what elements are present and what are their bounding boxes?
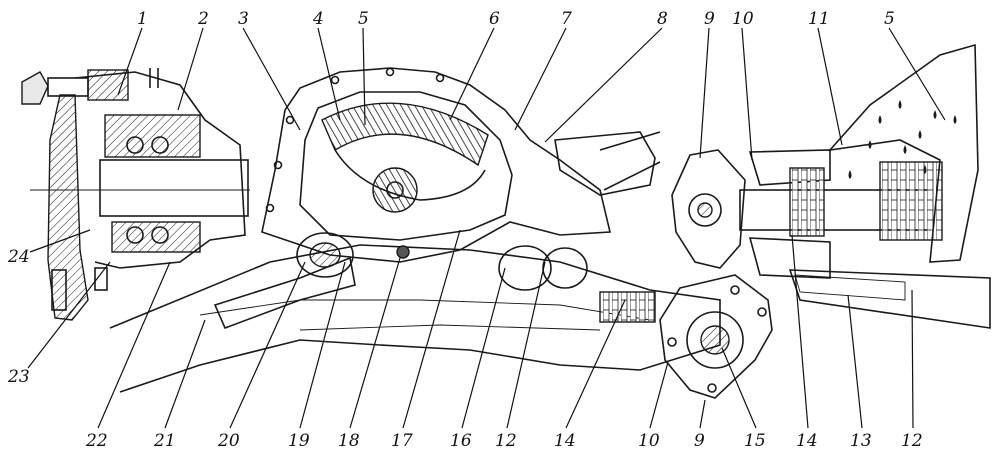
callout-1: 1 <box>137 9 148 29</box>
callout-12-bottom-right: 12 <box>901 431 923 451</box>
callout-labels: 1 2 3 4 5 6 7 8 9 10 11 5 24 23 22 21 20… <box>7 9 923 451</box>
callout-4: 4 <box>312 9 324 29</box>
hub-section <box>671 43 991 329</box>
callout-10-top: 10 <box>732 9 754 29</box>
callout-18: 18 <box>338 431 360 451</box>
callout-2: 2 <box>197 9 209 29</box>
callout-24: 24 <box>7 247 30 267</box>
callout-5-right: 5 <box>884 9 895 29</box>
callout-21: 21 <box>153 431 176 451</box>
callout-8: 8 <box>657 9 668 29</box>
callout-16: 16 <box>450 431 472 451</box>
callout-22: 22 <box>85 431 108 451</box>
callout-7: 7 <box>561 9 572 29</box>
leader-lines <box>27 27 946 429</box>
callout-3: 3 <box>238 9 249 29</box>
callout-9-top: 9 <box>704 9 715 29</box>
callout-11: 11 <box>808 9 830 29</box>
callout-10-bottom: 10 <box>638 431 660 451</box>
callout-20: 20 <box>217 431 240 451</box>
axle-tube <box>109 232 721 393</box>
callout-14-right: 14 <box>796 431 818 451</box>
callout-6: 6 <box>489 9 500 29</box>
callout-19: 19 <box>288 431 310 451</box>
callout-12-bottom-left: 12 <box>495 431 517 451</box>
wheel-flange <box>659 274 773 399</box>
callout-9-bottom: 9 <box>694 431 705 451</box>
callout-23: 23 <box>7 367 30 387</box>
callout-17: 17 <box>391 431 413 451</box>
pinion-bearing-section <box>21 68 250 321</box>
oil-drops <box>848 100 957 179</box>
callout-15: 15 <box>744 431 766 451</box>
callout-13: 13 <box>850 431 872 451</box>
callout-5-left: 5 <box>358 9 369 29</box>
callout-14-left: 14 <box>554 431 576 451</box>
